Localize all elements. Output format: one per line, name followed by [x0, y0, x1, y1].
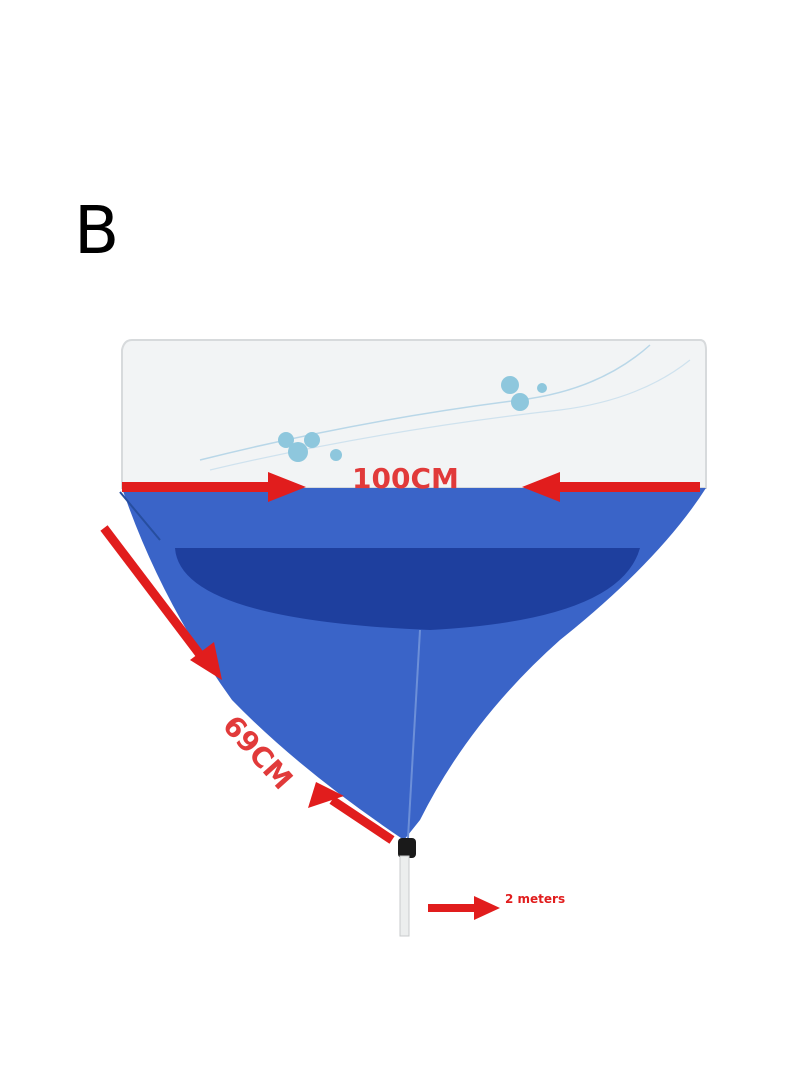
depth-arrow-lower — [308, 782, 395, 844]
variant-label: B — [74, 192, 120, 269]
depth-arrow-upper — [100, 525, 222, 680]
width-arrow-right — [522, 472, 700, 502]
hose-length-label: 2 meters — [505, 892, 566, 906]
cleaning-cover — [119, 488, 706, 840]
hose-arrow — [428, 896, 500, 920]
flower-decoration — [278, 376, 547, 462]
width-arrow-left — [122, 472, 306, 502]
drain-hose — [398, 838, 416, 937]
width-label: 100CM — [352, 462, 459, 495]
